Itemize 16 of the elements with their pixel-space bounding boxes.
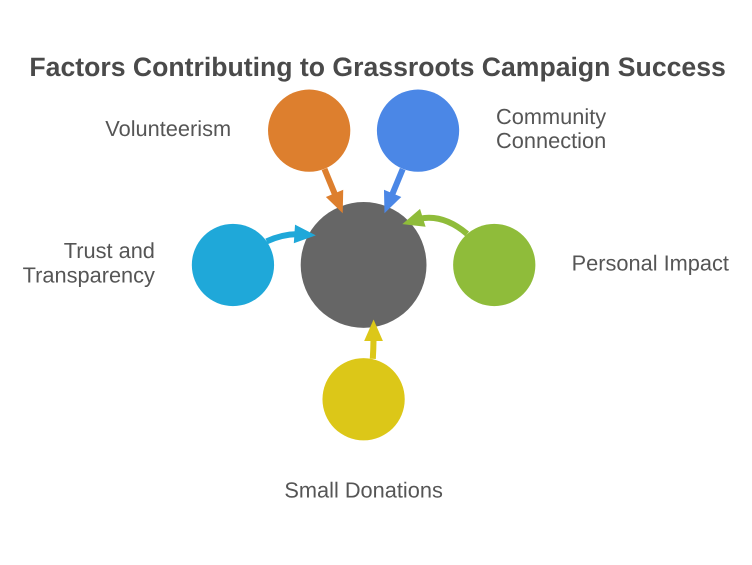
arrow xyxy=(364,320,383,360)
node-circle xyxy=(376,90,460,172)
arrow xyxy=(265,224,316,244)
arrow xyxy=(402,208,469,236)
arrow xyxy=(384,168,406,214)
node-label: Volunteerism xyxy=(105,116,232,142)
diagram-title: Factors Contributing to Grassroots Campaign Success xyxy=(29,52,726,82)
node-label: Community Connection xyxy=(496,104,606,154)
node-circle xyxy=(268,90,350,172)
node-circle xyxy=(192,224,274,306)
node-circle xyxy=(322,358,405,440)
arrow xyxy=(322,168,344,214)
node-label: Trust and Transparency xyxy=(22,238,155,288)
node-circle xyxy=(453,224,536,306)
node-label: Small Donations xyxy=(284,478,443,503)
node-label: Personal Impact xyxy=(572,250,729,276)
